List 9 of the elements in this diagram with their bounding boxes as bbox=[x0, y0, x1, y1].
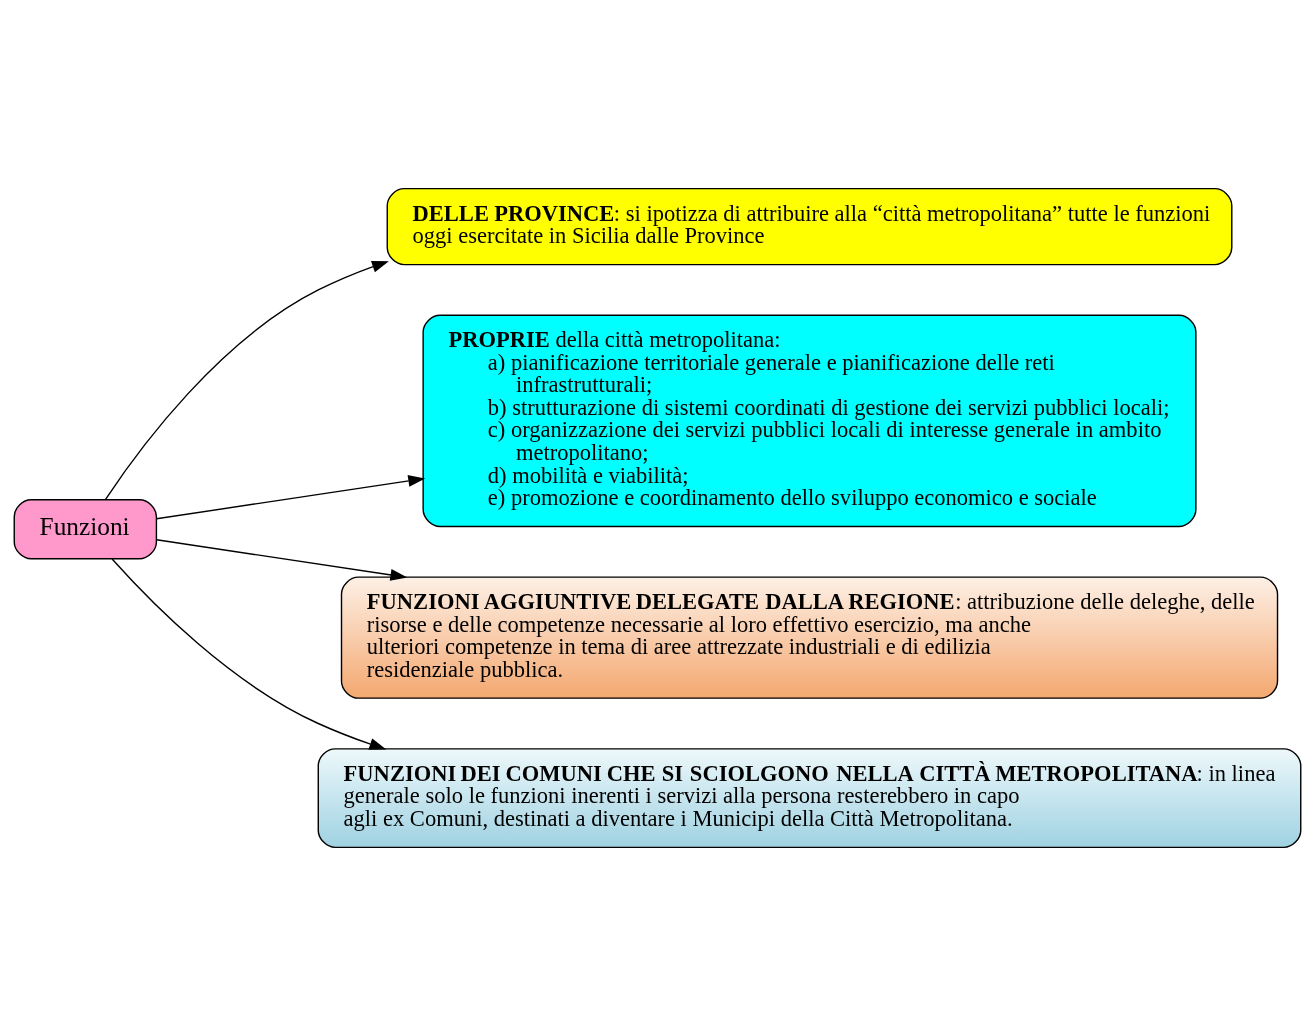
node-box: FUNZIONI AGGIUNTIVE DELEGATE DALLA REGIONE: attribuzione delle deleghe, delle risorse e delle competenze necessarie al loro effettivo esercizio, ma anche ulteriori competenze in tema di aree attrezzate industriali e di edilizia residenziale pubblica. bbox=[340, 575, 1279, 699]
arrow bbox=[155, 474, 426, 519]
node-box: PROPRIE della città metropolitana: a) pianificazione territoriale generale e pianificazione delle reti infrastrutturali; b) strutturazione di sistemi coordinati di gestione dei servizi pubblici locali; c) organizzazione dei servizi pubblici locali di interesse generale in ambito metropolitano; d) mobilità e viabilità; e) promozione e coordinamento dello sviluppo economico e sociale bbox=[422, 314, 1197, 527]
node-box: FUNZIONI DEI COMUNI CHE SI SCIOLGONO NELLA CITTÀ METROPOLITANA: in linea generale solo le funzioni inerenti i servizi alla persona resterebbero in capo agli ex Comuni, destinati a diventare i Municipi della Città Metropolitana. bbox=[317, 747, 1302, 848]
node-box: Funzioni bbox=[13, 498, 158, 560]
node-box: DELLE PROVINCE: si ipotizza di attribuire alla “città metropolitana” tutte le funzioni oggi esercitate in Sicilia dalle Province bbox=[386, 187, 1233, 265]
arrow bbox=[155, 538, 408, 581]
arrow bbox=[111, 557, 387, 750]
arrow bbox=[104, 260, 389, 500]
